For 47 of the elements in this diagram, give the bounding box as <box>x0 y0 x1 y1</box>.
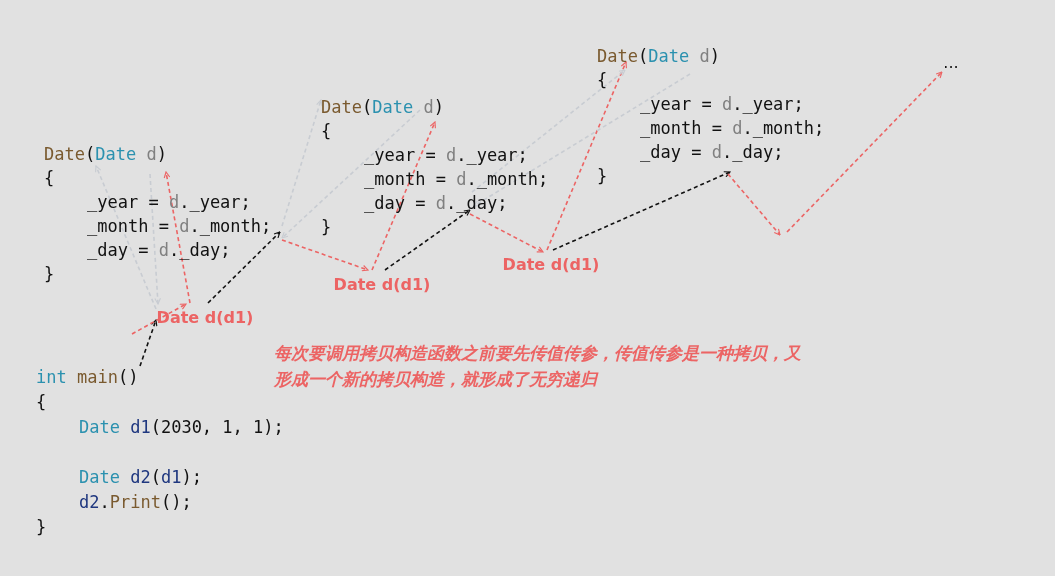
code-line: Date d1(2030, 1, 1); <box>79 416 284 438</box>
code-line: _day = d._day; <box>364 192 508 214</box>
arrow <box>95 165 157 310</box>
code-line: Date(Date d) <box>321 96 444 118</box>
arrow <box>207 231 281 304</box>
arrow <box>163 171 191 304</box>
code-line: _month = d._month; <box>87 215 272 237</box>
arrow <box>131 303 187 335</box>
arrow <box>471 69 626 193</box>
arrow <box>281 99 323 227</box>
code-line: Date(Date d) <box>597 45 720 67</box>
arrow <box>552 171 731 251</box>
note-text: 每次要调用拷贝构造函数之前要先传值传参，传值传参是一种拷贝，又形成一个新的拷贝构造，就形成了无穷递归 <box>274 342 802 391</box>
code-line: _year = d._year; <box>640 93 804 115</box>
arrow <box>727 173 781 236</box>
arrow <box>281 109 421 239</box>
arrow <box>149 173 161 305</box>
code-line: Date d2(d1); <box>79 466 202 488</box>
code-line: _day = d._day; <box>640 141 784 163</box>
code-line: } <box>44 263 55 285</box>
ellipsis-text: ... <box>938 52 964 74</box>
code-line: Date(Date d) <box>44 143 167 165</box>
code-line: { <box>36 391 47 413</box>
arrow <box>371 121 436 271</box>
code-line: _year = d._year; <box>364 144 528 166</box>
argument-label: Date d(d1) <box>502 250 600 280</box>
arrow <box>469 213 544 253</box>
arrow <box>473 73 691 207</box>
argument-label: Date d(d1) <box>156 303 254 333</box>
code-line: _year = d._year; <box>87 191 251 213</box>
code-line: d2.Print(); <box>79 491 192 513</box>
arrow <box>139 319 158 367</box>
arrow <box>786 71 943 233</box>
code-line: int main() <box>36 366 139 388</box>
code-line: _day = d._day; <box>87 239 231 261</box>
code-line: } <box>597 165 608 187</box>
arrow <box>281 239 369 272</box>
code-line: { <box>44 167 55 189</box>
code-line: { <box>597 69 608 91</box>
code-line: { <box>321 120 332 142</box>
argument-label: Date d(d1) <box>333 270 431 300</box>
code-line: } <box>321 216 332 238</box>
arrow <box>384 209 471 271</box>
code-line: _month = d._month; <box>364 168 549 190</box>
code-line: _month = d._month; <box>640 117 825 139</box>
arrow <box>546 61 627 251</box>
code-line: } <box>36 516 47 538</box>
